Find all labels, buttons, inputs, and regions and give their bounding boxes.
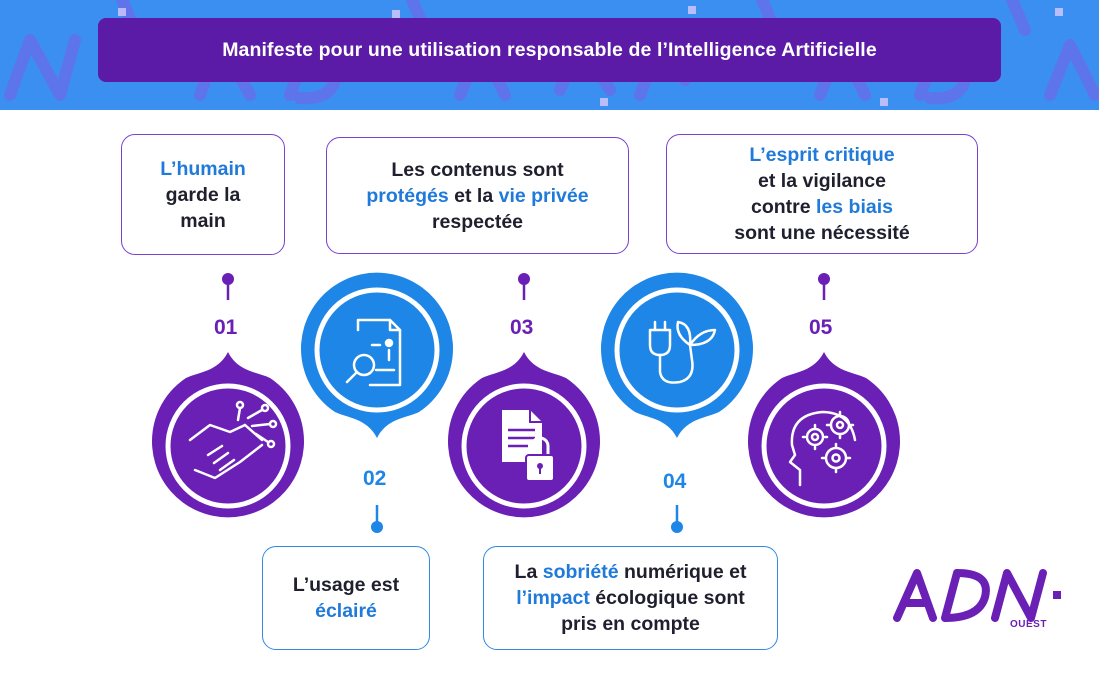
connector-05: [818, 273, 830, 300]
card-text-segment: contre: [751, 196, 817, 218]
step-number-05: 05: [809, 316, 833, 339]
highlighted-text: sobriété: [542, 561, 619, 583]
card-text-segment: respectée: [431, 210, 524, 233]
step-number-03: 03: [510, 316, 534, 339]
step-number-01: 01: [214, 316, 238, 339]
circle-01: [152, 352, 304, 518]
highlighted-text: éclairé: [315, 600, 377, 622]
card-text-segment: numérique et: [618, 561, 747, 583]
highlighted-text: vie privée: [498, 184, 589, 207]
adn-ouest-logo: OUEST: [893, 563, 1073, 638]
card-line: L’esprit critique: [734, 142, 910, 168]
logo-subtitle: OUEST: [1010, 619, 1047, 630]
connector-03: [518, 273, 530, 300]
card-text-segment: garde la: [165, 183, 241, 206]
card-text-segment: Les contenus sont: [391, 158, 564, 181]
circle-02: [301, 272, 454, 438]
card-02-text: L’usage est éclairé: [293, 572, 399, 624]
card-line: respectée: [366, 209, 588, 235]
card-text-segment: La: [514, 561, 543, 583]
adn-logo-graphic: [893, 569, 1061, 622]
card-01-text: L’humain garde la main: [160, 156, 246, 234]
plug-leaf-icon: [648, 320, 717, 384]
head-gears-icon: [788, 410, 857, 487]
card-text-segment: pris en compte: [561, 613, 700, 635]
highlighted-text: L’esprit critique: [749, 144, 895, 166]
circle-05: [748, 352, 900, 518]
highlighted-text: L’humain: [160, 157, 246, 180]
circle-04: [601, 272, 753, 438]
card-text-segment: L’usage est: [292, 574, 400, 596]
connector-01: [222, 273, 234, 300]
card-line: contre les biais: [734, 194, 910, 220]
card-text-segment: et la vigilance: [758, 170, 886, 192]
card-line: éclairé: [293, 598, 399, 624]
step-number-04: 04: [663, 470, 687, 493]
card-line: main: [160, 208, 246, 234]
card-line: pris en compte: [515, 611, 747, 637]
card-02: L’usage est éclairé: [262, 546, 430, 650]
handshake-circuit-icon: [188, 400, 278, 480]
title-box: Manifeste pour une utilisation responsab…: [98, 18, 1001, 82]
card-line: et la vigilance: [734, 168, 910, 194]
card-line: garde la: [160, 182, 246, 208]
card-line: L’humain: [160, 156, 246, 182]
document-search-icon: [345, 318, 402, 387]
step-number-02: 02: [363, 467, 387, 490]
document-lock-icon: [502, 410, 555, 482]
highlighted-text: protégés: [366, 184, 449, 207]
card-text-segment: main: [180, 209, 226, 232]
card-text-segment: sont une nécessité: [734, 222, 910, 244]
card-line: protégés et la vie privée: [366, 183, 588, 209]
card-line: sont une nécessité: [734, 220, 910, 246]
card-01: L’humain garde la main: [121, 134, 285, 255]
connector-02: [371, 505, 383, 533]
card-line: L’usage est: [293, 572, 399, 598]
card-text-segment: et la: [448, 184, 499, 207]
card-text-segment: écologique sont: [589, 587, 745, 609]
highlighted-text: l’impact: [516, 587, 590, 609]
card-line: l’impact écologique sont: [515, 585, 747, 611]
card-line: Les contenus sont: [366, 157, 588, 183]
connector-04: [671, 505, 683, 533]
highlighted-text: les biais: [816, 196, 893, 218]
card-line: La sobriété numérique et: [515, 559, 747, 585]
page-title: Manifeste pour une utilisation responsab…: [222, 38, 877, 61]
